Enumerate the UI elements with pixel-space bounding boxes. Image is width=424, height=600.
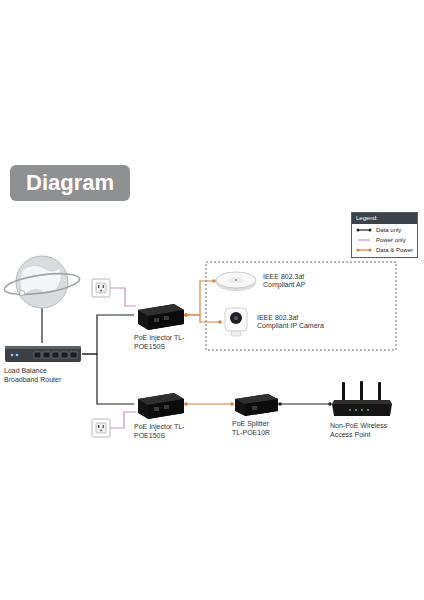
legend-text: Data & Power [376, 246, 413, 254]
device-node: Non-PoE Wireless Access Point [330, 380, 394, 439]
legend-text: Power only [376, 236, 406, 244]
device-node: PoE Splitter TL-POE10R [232, 390, 280, 437]
legend-row: Data only [352, 224, 417, 234]
device-label: Load Balance Broadband Router [4, 367, 68, 384]
legend-box: Legend: Data onlyPower onlyData & Power [351, 212, 418, 258]
access-point-icon [214, 268, 258, 294]
device-node: IEEE 802.3af Compliant AP [214, 268, 313, 294]
legend-text: Data only [376, 226, 401, 234]
device-label: PoE Splitter TL-POE10R [232, 420, 280, 437]
legend-line-sample [356, 247, 372, 253]
device-node: IEEE 802.3af Compliant IP Camera [220, 306, 329, 338]
legend-line-sample [356, 237, 372, 243]
power-line [110, 288, 136, 428]
device-label: IEEE 802.3af Compliant AP [263, 273, 313, 290]
legend-row: Data & Power [352, 244, 417, 254]
device-node: PoE Injector TL-POE150S [134, 387, 186, 440]
poe-splitter-icon [232, 390, 280, 418]
connector-line [186, 281, 214, 315]
device-node: PoE Injector TL-POE150S [134, 298, 186, 351]
connector-line [186, 403, 232, 404]
legend-line-sample [356, 227, 372, 233]
wireless-router-icon [330, 380, 394, 420]
connector-line [280, 403, 330, 404]
legend-row: Power only [352, 234, 417, 244]
power-outlet [92, 279, 110, 297]
device-label: PoE Injector TL-POE150S [134, 334, 186, 351]
title-banner: Diagram [10, 165, 130, 201]
router-icon [4, 343, 82, 365]
ip-camera-icon [220, 306, 252, 338]
power-outlet [92, 419, 110, 437]
device-label: Non-PoE Wireless Access Point [330, 422, 394, 439]
poe-injector-icon [134, 387, 186, 421]
globe-icon [3, 256, 81, 343]
connector-line [82, 315, 134, 354]
device-label: IEEE 802.3af Compliant IP Camera [257, 314, 329, 331]
device-node: Load Balance Broadband Router [4, 343, 82, 384]
poe-injector-icon [134, 298, 186, 332]
legend-heading: Legend: [352, 213, 417, 224]
device-label: PoE Injector TL-POE150S [134, 423, 186, 440]
connector-line [82, 354, 134, 404]
connector-line [186, 315, 220, 322]
device-group-outline [206, 262, 396, 350]
